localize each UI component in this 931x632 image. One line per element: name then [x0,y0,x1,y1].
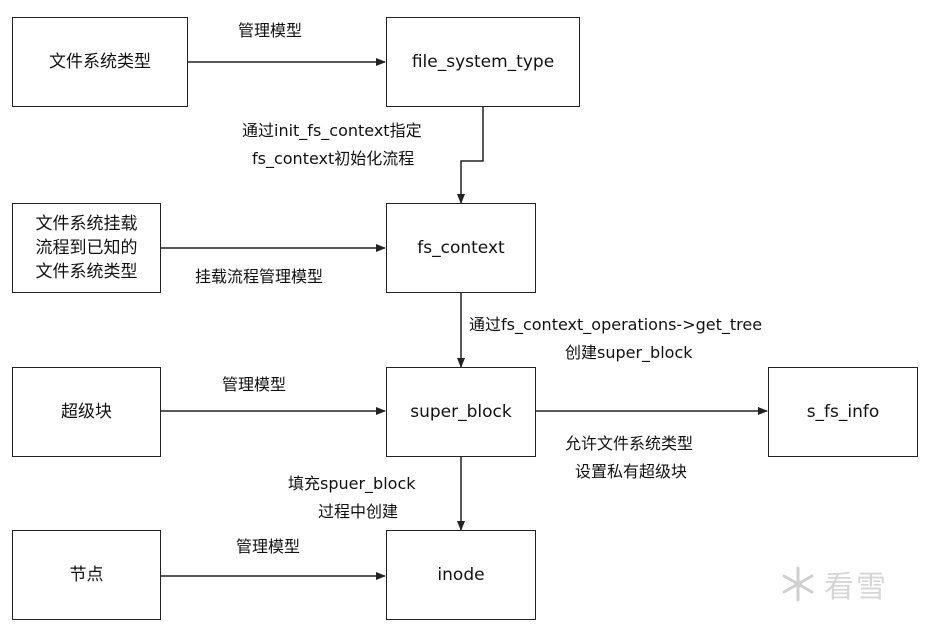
node-mount-flow-line-1: 文件系统挂载 [35,214,138,234]
edge-label-init-fs-context-2: fs_context初始化流程 [252,149,415,168]
node-node-cn: 节点 [12,530,161,620]
node-s-fs-info: s_fs_info [768,367,918,457]
edge-label-mount-flow-manage: 挂载流程管理模型 [195,267,324,286]
node-inode-label: inode [437,565,485,585]
node-node-cn-label: 节点 [69,565,104,585]
node-fs-context: fs_context [386,203,536,293]
edge-label-fill-sb-2: 过程中创建 [318,502,399,521]
watermark-text: 看雪 [824,570,888,605]
snowflake-icon [782,566,814,602]
node-fs-context-label: fs_context [417,238,505,258]
node-s-fs-info-label: s_fs_info [806,402,880,422]
edge-label-fill-sb-1: 填充spuer_block [288,474,416,493]
node-file-system-type: file_system_type [386,17,580,107]
edge-label-private-sb-2: 设置私有超级块 [575,462,688,481]
node-super-block-cn-label: 超级块 [61,402,112,422]
edge-label-manage-model-2: 管理模型 [222,375,287,394]
node-fs-type-cn-label: 文件系统类型 [49,52,151,72]
edge-label-get-tree-2: 创建super_block [565,343,693,362]
edge-label-init-fs-context-1: 通过init_fs_context指定 [242,121,422,140]
node-super-block-cn: 超级块 [12,367,161,457]
edge-label-manage-model-3: 管理模型 [236,537,301,556]
node-super-block: super_block [386,367,536,457]
node-super-block-label: super_block [410,402,512,422]
node-mount-flow-line-2: 流程到已知的 [35,238,138,258]
node-file-system-type-label: file_system_type [411,52,555,72]
edge-label-get-tree-1: 通过fs_context_operations->get_tree [469,315,763,334]
node-mount-flow-line-3: 文件系统类型 [35,262,138,282]
node-mount-flow: 文件系统挂载 流程到已知的 文件系统类型 [12,203,161,293]
edge-label-manage-model-1: 管理模型 [238,21,303,40]
watermark: 看雪 [778,560,918,608]
node-fs-type-cn: 文件系统类型 [12,17,188,107]
node-inode: inode [386,530,536,620]
edge-label-private-sb-1: 允许文件系统类型 [565,434,694,453]
edge-file-system-type-to-fs-context [457,107,484,204]
